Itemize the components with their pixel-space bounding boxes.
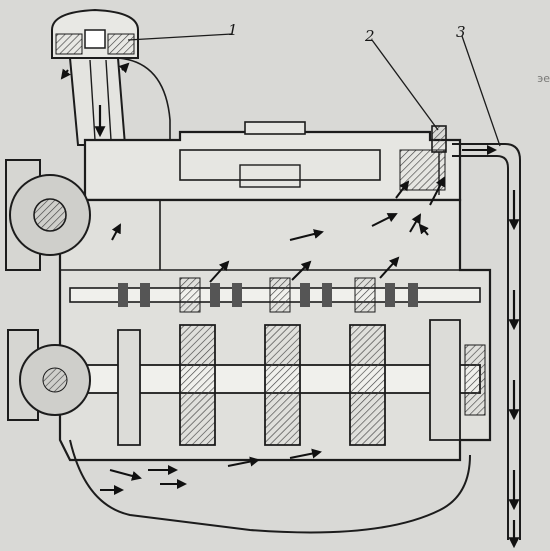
callout-2-label: 2 [365, 27, 375, 45]
breather-tube [60, 57, 171, 146]
crankshaft [79, 319, 486, 446]
margin-text-fragment: эе [537, 72, 550, 85]
front-pulleys [5, 159, 91, 421]
callout-leaders [127, 33, 501, 147]
flow-arrows [100, 176, 445, 495]
callout-1-label: 1 [228, 21, 238, 39]
oil-filler-cap [51, 8, 139, 59]
callout-3-label: 3 [456, 23, 466, 41]
return-pipe [452, 143, 521, 549]
camshaft [69, 277, 481, 313]
oil-pan [69, 439, 471, 534]
vent-bolt [431, 125, 447, 195]
